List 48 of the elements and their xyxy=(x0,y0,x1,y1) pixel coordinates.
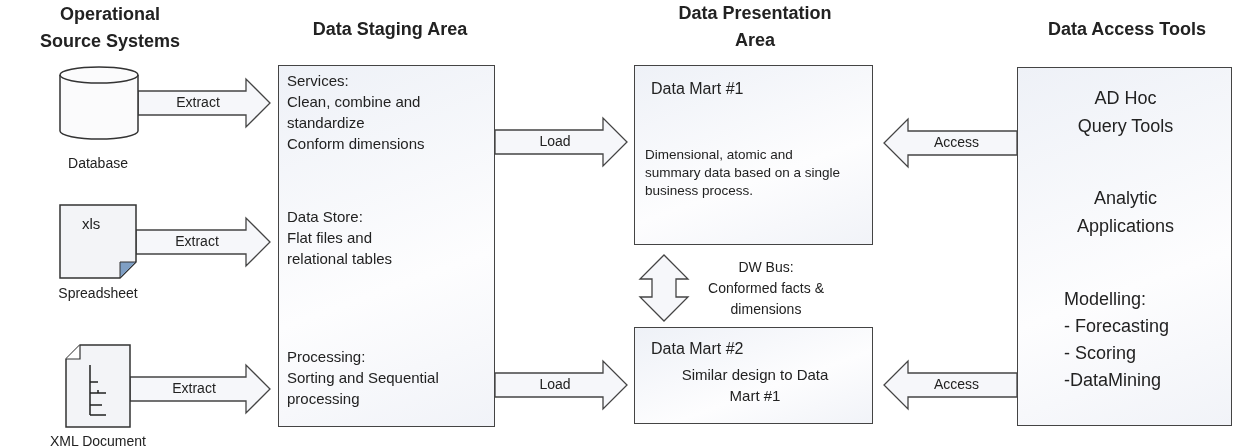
block-arrow xyxy=(129,363,271,415)
column-heading: Data Presentation Area xyxy=(677,2,833,52)
icon-caption: Database xyxy=(67,155,129,171)
box-text: -DataMining xyxy=(1064,369,1163,392)
box-text: Processing: xyxy=(287,347,367,367)
box-text: Data Store: xyxy=(287,207,364,227)
icon-caption: Spreadsheet xyxy=(57,285,139,301)
box-text: AD Hoc Query Tools xyxy=(1076,87,1175,138)
box-text: Sorting and Sequential processing xyxy=(287,368,440,409)
process-box xyxy=(1017,67,1232,426)
box-text: Services: xyxy=(287,71,350,91)
spreadsheet-icon xyxy=(60,205,136,278)
icon-caption: XML Document xyxy=(49,433,147,448)
column-heading: Data Access Tools xyxy=(1046,18,1208,41)
box-text: - Scoring xyxy=(1064,342,1138,365)
block-arrow xyxy=(883,359,1018,411)
edge-label: Extract xyxy=(175,233,219,249)
block-arrow xyxy=(137,77,271,129)
box-text: Clean, combine and standardize xyxy=(287,92,422,133)
box-title: Data Mart #2 xyxy=(651,339,745,359)
box-text: Conform dimensions xyxy=(287,134,426,154)
cylinder-icon xyxy=(60,67,138,139)
box-text: Dimensional, atomic and summary data based on a single business process. xyxy=(645,146,842,200)
process-box xyxy=(634,65,873,245)
process-box xyxy=(634,327,873,424)
block-arrow xyxy=(135,216,271,268)
edge-label: Load xyxy=(539,376,571,392)
process-box xyxy=(278,65,495,427)
edge-label: Load xyxy=(539,133,571,149)
box-text: Modelling: xyxy=(1064,288,1148,311)
box-title: Data Mart #1 xyxy=(651,79,745,99)
box-text: - Forecasting xyxy=(1064,315,1171,338)
block-arrow xyxy=(494,116,628,168)
column-heading: Data Staging Area xyxy=(311,18,469,41)
box-text: Flat files and relational tables xyxy=(287,228,394,269)
document-icon xyxy=(66,345,130,427)
block-arrow xyxy=(883,117,1018,169)
edge-label: DW Bus: Conformed facts & dimensions xyxy=(707,257,825,319)
box-text: Similar design to Data Mart #1 xyxy=(680,365,830,406)
edge-label: Access xyxy=(933,134,980,150)
edge-label: Access xyxy=(933,376,980,392)
column-heading: Operational Source Systems xyxy=(38,3,182,53)
edge-label: Extract xyxy=(176,94,220,110)
box-text: Analytic Applications xyxy=(1075,187,1176,238)
block-arrow xyxy=(638,254,690,322)
edge-label: Extract xyxy=(172,380,216,396)
block-arrow xyxy=(494,359,628,411)
file-type-label: xls xyxy=(82,214,102,234)
